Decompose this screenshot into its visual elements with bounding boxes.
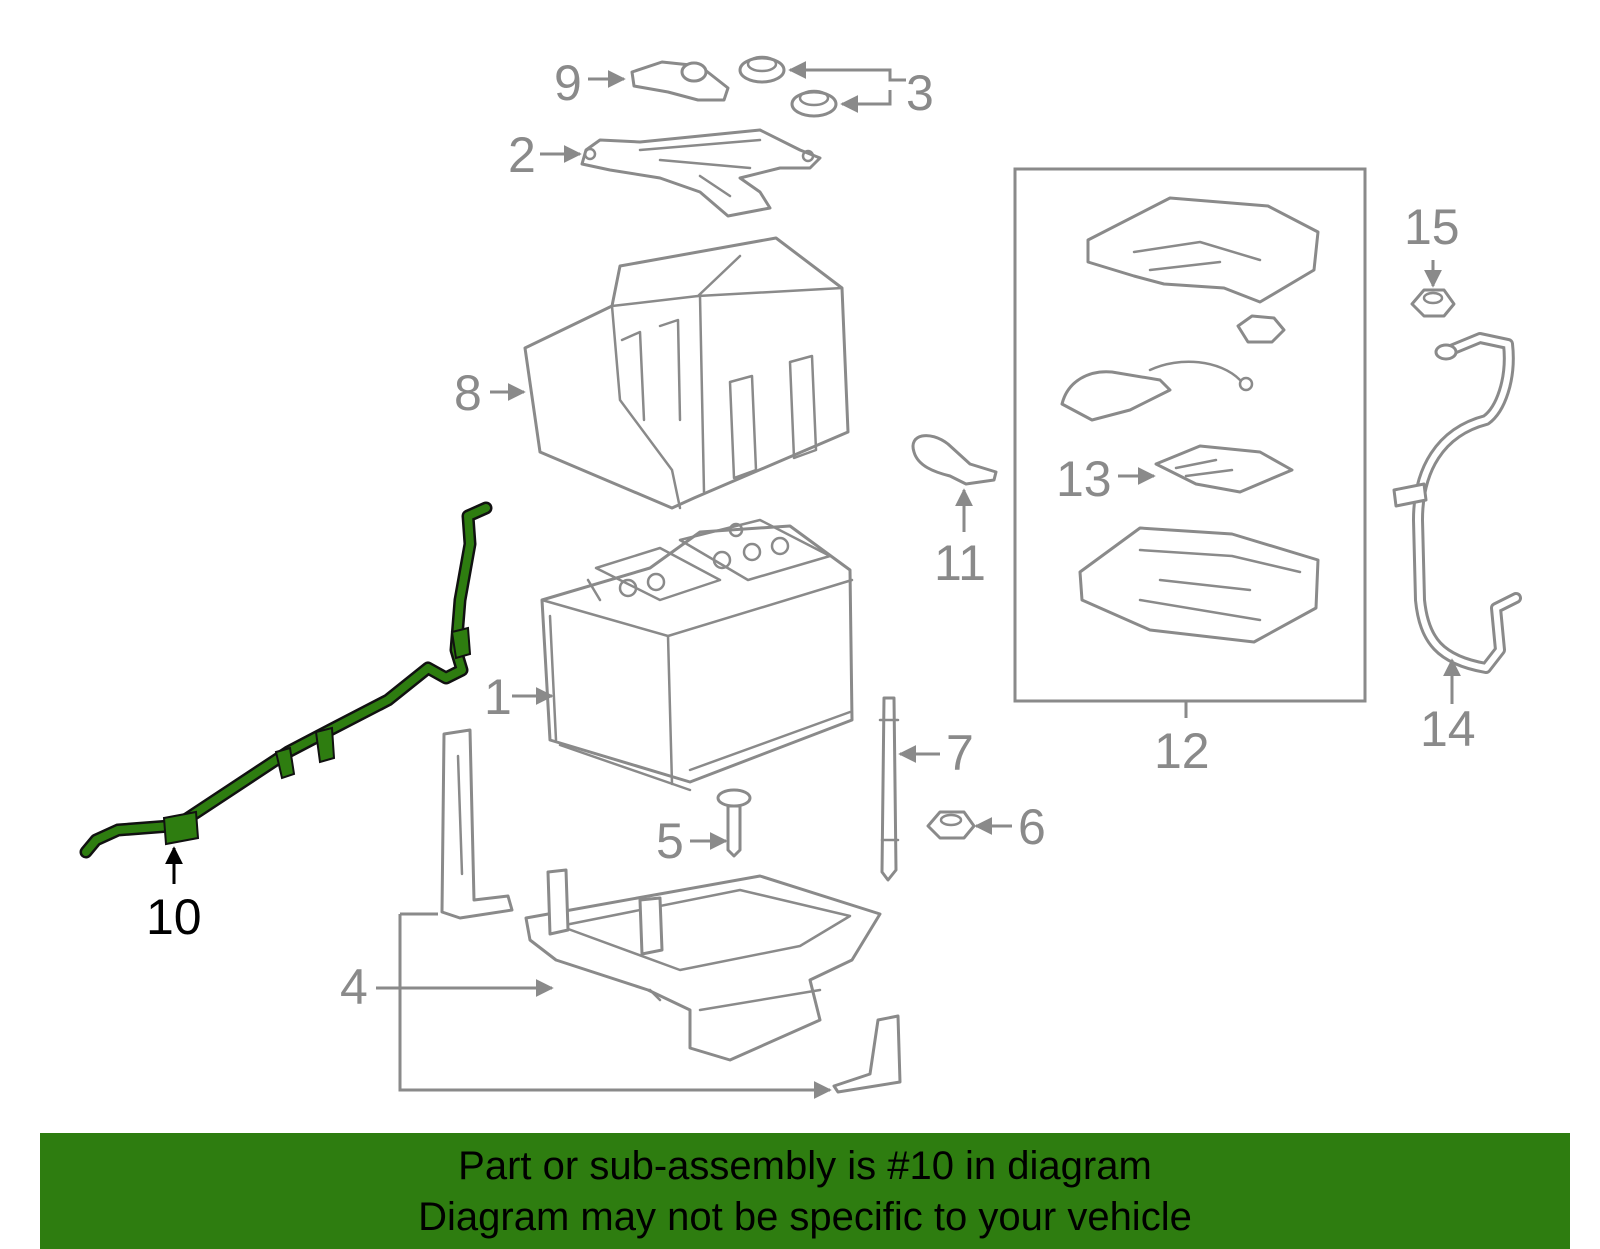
callout-9: 9 (554, 55, 582, 111)
info-banner: Part or sub-assembly is #10 in diagram D… (40, 1133, 1570, 1249)
part-6-nut (926, 810, 976, 840)
part-5-bolt (716, 788, 752, 858)
callout-13: 13 (1056, 451, 1112, 507)
callout-numbers: 1 2 3 4 5 6 7 8 9 10 11 12 13 14 15 (146, 55, 1476, 1015)
part-15-nut (1410, 288, 1456, 318)
part-14-ground-cable (1392, 332, 1522, 674)
part-3-caps (738, 55, 838, 118)
callout-7: 7 (946, 725, 974, 781)
highlighted-cable-path (82, 504, 490, 856)
callout-8: 8 (454, 365, 482, 421)
part-13-fuse (1174, 458, 1234, 478)
callout-14: 14 (1420, 701, 1476, 757)
callout-3: 3 (906, 65, 934, 121)
callout-6: 6 (1018, 799, 1046, 855)
callout-1: 1 (484, 669, 512, 725)
callout-5: 5 (656, 813, 684, 869)
leader-lines (165, 61, 1461, 1090)
part-4-tray (440, 728, 902, 1094)
callout-11: 11 (934, 535, 986, 591)
part-11-clip (911, 434, 998, 486)
callout-2: 2 (508, 127, 536, 183)
part-7-rod (878, 696, 900, 882)
banner-line-2: Diagram may not be specific to your vehi… (418, 1195, 1192, 1239)
banner-line-1: Part or sub-assembly is #10 in diagram (458, 1144, 1152, 1188)
callout-4: 4 (340, 959, 368, 1015)
callout-12: 12 (1154, 723, 1210, 779)
part-1-battery (540, 518, 854, 792)
part-2-bracket (580, 128, 822, 218)
part-8-cover (523, 236, 850, 510)
part-10-cable (79, 501, 493, 859)
callout-15: 15 (1404, 199, 1460, 255)
part-12-fuse-assembly (1013, 167, 1367, 703)
callout-10: 10 (146, 889, 202, 945)
part-9-clip (630, 60, 730, 102)
